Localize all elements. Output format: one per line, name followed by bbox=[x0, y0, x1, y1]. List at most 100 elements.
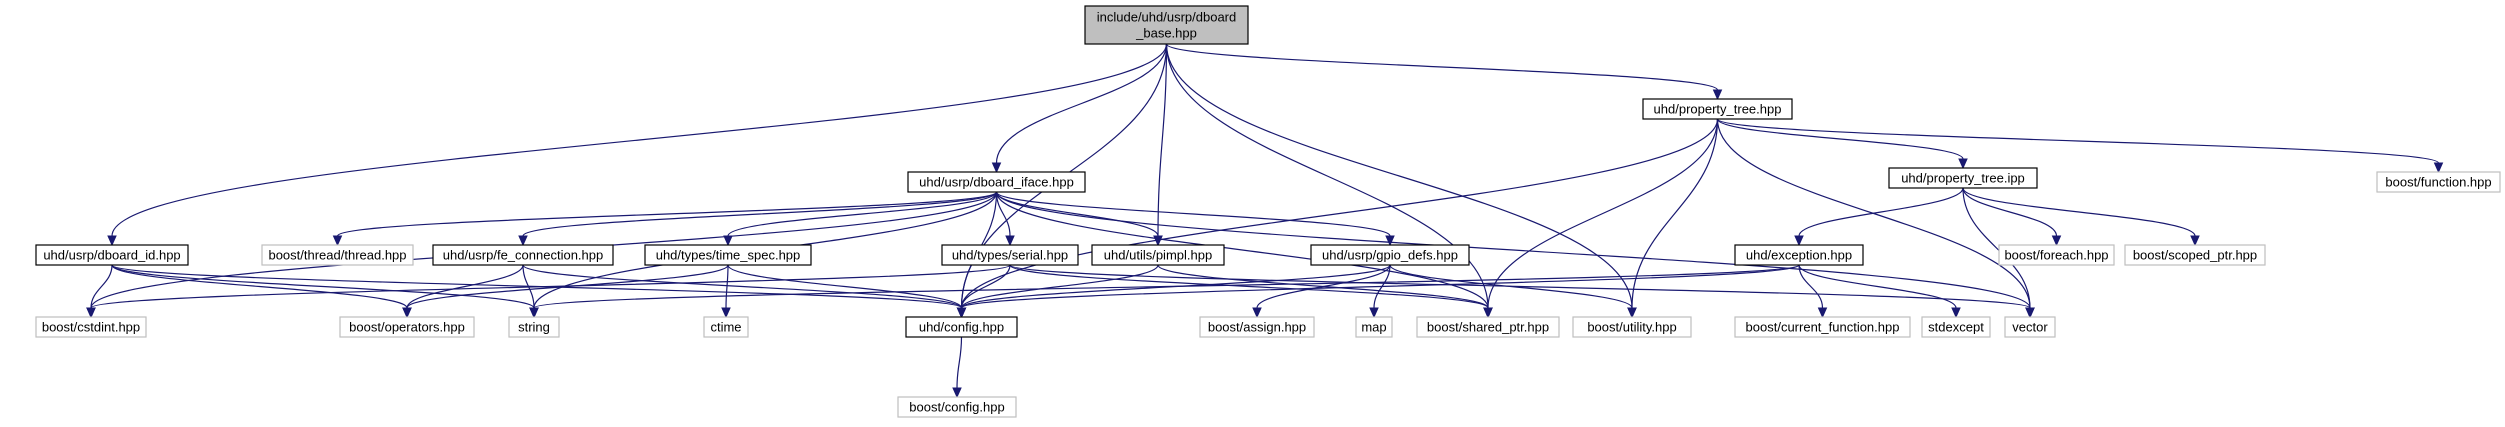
node-box bbox=[508, 316, 560, 338]
edge-exception-to-config bbox=[956, 264, 1800, 319]
edge-line bbox=[1165, 43, 1633, 309]
node-label: uhd/property_tree.hpp bbox=[1654, 102, 1782, 117]
node-gpio[interactable]: uhd/usrp/gpio_defs.hpp bbox=[1310, 244, 1470, 266]
edge-gpio-to-b_assign bbox=[1252, 264, 1391, 319]
edge-line bbox=[1009, 264, 1489, 309]
node-config[interactable]: uhd/config.hpp bbox=[905, 316, 1018, 338]
edge-line bbox=[727, 264, 963, 309]
node-b-foreach: boost/foreach.hpp bbox=[1998, 244, 2115, 266]
edge-line bbox=[111, 264, 535, 309]
edge-root-to-dboard_id bbox=[107, 43, 1168, 247]
node-root[interactable]: include/uhd/usrp/dboard_base.hpp bbox=[1084, 5, 1249, 45]
edge-config-to-b_config bbox=[952, 336, 963, 399]
node-prop-ipp[interactable]: uhd/property_tree.ipp bbox=[1888, 167, 2038, 189]
node-b-function: boost/function.hpp bbox=[2376, 171, 2501, 193]
node-label: uhd/exception.hpp bbox=[1746, 248, 1852, 263]
edge-line bbox=[1716, 118, 2440, 164]
edge-arrowhead bbox=[721, 307, 731, 319]
node-time-spec[interactable]: uhd/types/time_spec.hpp bbox=[644, 244, 812, 266]
edge-arrowhead bbox=[1385, 235, 1395, 247]
node-box bbox=[941, 244, 1079, 266]
node-b-thread: boost/thread/thread.hpp bbox=[261, 244, 414, 266]
edge-arrowhead bbox=[1958, 158, 1968, 170]
edge-line bbox=[1009, 264, 2031, 309]
node-box bbox=[1091, 244, 1225, 266]
edge-line bbox=[995, 191, 1391, 237]
node-label: uhd/usrp/gpio_defs.hpp bbox=[1322, 248, 1458, 263]
node-label: map bbox=[1361, 320, 1386, 335]
dependency-edges bbox=[86, 43, 2444, 399]
edge-line bbox=[1487, 118, 1719, 309]
edge-arrowhead bbox=[1951, 307, 1961, 319]
edge-arrowhead bbox=[991, 162, 1002, 174]
node-box bbox=[1084, 5, 1249, 45]
node-box bbox=[1734, 244, 1864, 266]
edge-line bbox=[1962, 187, 2196, 237]
node-label: uhd/types/time_spec.hpp bbox=[656, 248, 801, 263]
node-b-utility: boost/utility.hpp bbox=[1572, 316, 1692, 338]
node-label: uhd/usrp/dboard_id.hpp bbox=[43, 248, 180, 263]
edge-serial-to-vector bbox=[1009, 264, 2035, 319]
edge-line bbox=[1631, 118, 1719, 309]
edge-prop_ipp-to-exception bbox=[1794, 187, 1964, 247]
edge-arrowhead bbox=[107, 235, 117, 247]
edge-pimpl-to-config bbox=[956, 264, 1159, 319]
node-dboard-iface[interactable]: uhd/usrp/dboard_iface.hpp bbox=[907, 171, 1086, 193]
edge-prop_tree-to-prop_ipp bbox=[1716, 118, 1968, 170]
edge-line bbox=[1798, 264, 1824, 309]
node-box bbox=[1998, 244, 2115, 266]
edge-prop_tree-to-vector bbox=[1716, 118, 2035, 319]
node-label: boost/foreach.hpp bbox=[2004, 248, 2108, 263]
node-b-cstdint: boost/cstdint.hpp bbox=[35, 316, 147, 338]
edge-line bbox=[1798, 187, 1964, 237]
header-nodes: include/uhd/usrp/dboard_base.hpp uhd/prop… bbox=[35, 5, 2501, 418]
edge-line bbox=[1716, 118, 1964, 160]
node-label: boost/config.hpp bbox=[909, 400, 1004, 415]
node-label: boost/cstdint.hpp bbox=[42, 320, 140, 335]
edge-arrowhead bbox=[1369, 307, 1379, 319]
node-box bbox=[2004, 316, 2056, 338]
edge-line bbox=[1389, 264, 1633, 309]
node-label: boost/scoped_ptr.hpp bbox=[2133, 248, 2257, 263]
edge-prop_ipp-to-b_foreach bbox=[1962, 187, 2062, 247]
edge-line bbox=[956, 336, 963, 389]
node-label: uhd/usrp/dboard_iface.hpp bbox=[919, 175, 1074, 190]
edge-line bbox=[111, 43, 1168, 237]
edge-arrowhead bbox=[332, 235, 343, 247]
node-box bbox=[261, 244, 414, 266]
node-label: uhd/utils/pimpl.hpp bbox=[1104, 248, 1212, 263]
node-exception[interactable]: uhd/exception.hpp bbox=[1734, 244, 1864, 266]
edge-line bbox=[522, 191, 998, 237]
node-label: boost/thread/thread.hpp bbox=[268, 248, 406, 263]
node-label: vector bbox=[2012, 320, 2048, 335]
node-label: ctime bbox=[710, 320, 741, 335]
node-serial[interactable]: uhd/types/serial.hpp bbox=[941, 244, 1079, 266]
node-box bbox=[1355, 316, 1393, 338]
node-prop-tree[interactable]: uhd/property_tree.hpp bbox=[1642, 98, 1793, 120]
node-box bbox=[1199, 316, 1315, 338]
edge-arrowhead bbox=[2025, 307, 2035, 319]
edge-line bbox=[725, 264, 729, 309]
node-box bbox=[35, 316, 147, 338]
node-box bbox=[1572, 316, 1692, 338]
node-box bbox=[1642, 98, 1793, 120]
node-b-curfunc: boost/current_function.hpp bbox=[1734, 316, 1911, 338]
node-box bbox=[2124, 244, 2266, 266]
node-string: string bbox=[508, 316, 560, 338]
node-dboard-id[interactable]: uhd/usrp/dboard_id.hpp bbox=[35, 244, 189, 266]
edge-arrowhead bbox=[2051, 235, 2062, 247]
node-box bbox=[432, 244, 614, 266]
node-box bbox=[897, 396, 1017, 418]
node-fe-conn[interactable]: uhd/usrp/fe_connection.hpp bbox=[432, 244, 614, 266]
node-box bbox=[2376, 171, 2501, 193]
node-label: _base.hpp bbox=[1135, 26, 1197, 41]
edge-root-to-dboard_iface bbox=[991, 43, 1168, 174]
node-pimpl[interactable]: uhd/utils/pimpl.hpp bbox=[1091, 244, 1225, 266]
edge-line bbox=[1798, 264, 1957, 309]
edge-prop_tree-to-b_utility bbox=[1627, 118, 1719, 319]
node-box bbox=[1310, 244, 1470, 266]
node-label: boost/assign.hpp bbox=[1208, 320, 1306, 335]
edge-dboard_id-to-string bbox=[111, 264, 539, 319]
node-b-config: boost/config.hpp bbox=[897, 396, 1017, 418]
